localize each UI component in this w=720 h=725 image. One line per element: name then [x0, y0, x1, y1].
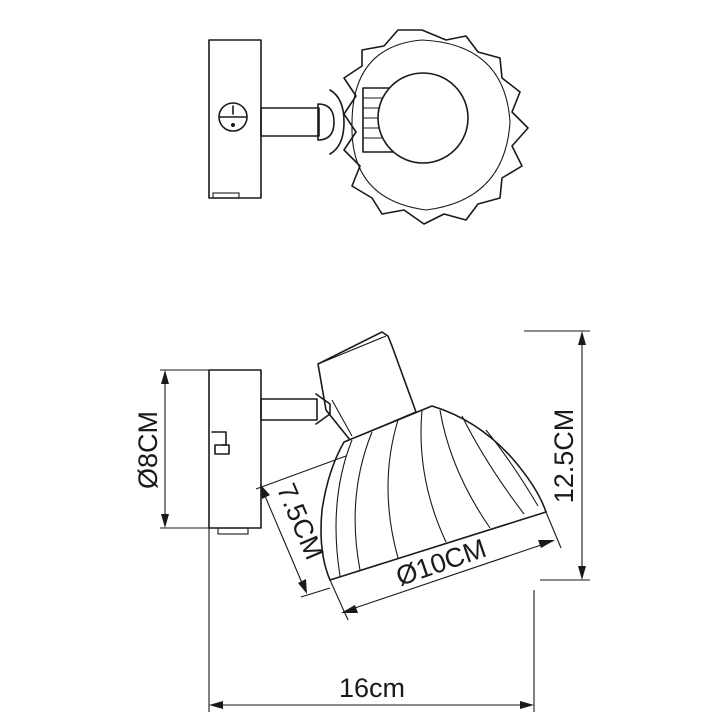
top-joint	[317, 103, 335, 141]
side-wall-plate	[208, 369, 262, 529]
side-joint	[315, 393, 331, 425]
top-view	[208, 29, 529, 225]
side-plate-tab	[217, 527, 249, 535]
top-switch-icon	[218, 102, 248, 132]
side-housing-edge	[317, 335, 387, 365]
side-socket-housing	[317, 331, 417, 441]
side-housing-link	[331, 399, 353, 437]
dim-height-label: 12.5CM	[549, 409, 579, 504]
dimension-lines	[160, 330, 590, 712]
side-shade-ribs	[335, 409, 539, 577]
top-arm	[260, 107, 320, 137]
dim-width-label: 16cm	[339, 673, 405, 703]
top-wall-plate	[208, 39, 262, 199]
top-plate-tab	[212, 192, 240, 199]
top-bulb	[377, 72, 469, 164]
side-shade	[320, 405, 547, 581]
side-switch-icon	[211, 431, 230, 455]
top-shade-rim	[343, 29, 529, 225]
dim-base-diameter-label: Ø8CM	[133, 411, 163, 489]
side-arm	[260, 398, 318, 421]
top-shade-inner	[351, 39, 511, 211]
top-joint-back	[329, 89, 345, 155]
side-view	[208, 331, 547, 581]
